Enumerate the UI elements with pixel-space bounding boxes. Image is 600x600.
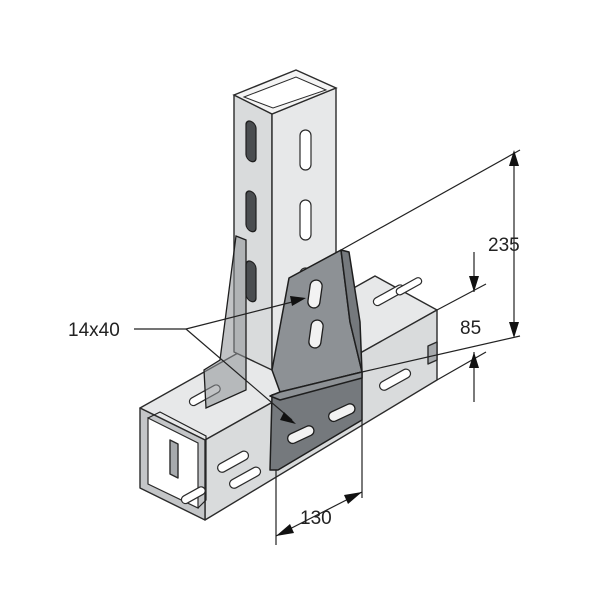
arrow-235-bottom bbox=[509, 322, 519, 338]
slot-callout: 14x40 bbox=[68, 296, 306, 424]
arrow-130-right bbox=[344, 492, 362, 504]
arrow-85-bottom bbox=[469, 352, 479, 368]
dimension-85: 85 bbox=[436, 252, 487, 402]
arrow-85-top bbox=[469, 276, 479, 292]
arrow-235-top bbox=[509, 150, 519, 166]
callout-arrow-lower bbox=[280, 412, 296, 424]
left-gusset-plate bbox=[203, 235, 247, 409]
arrow-130-left bbox=[276, 524, 294, 536]
dim-130-label: 130 bbox=[300, 508, 332, 529]
callout-arrow-upper bbox=[290, 296, 306, 306]
dim-235-label: 235 bbox=[488, 235, 520, 256]
dimension-235: 235 bbox=[340, 149, 521, 373]
dimension-130: 130 bbox=[275, 420, 363, 545]
slot-size-label: 14x40 bbox=[68, 320, 120, 341]
front-gusset-plate bbox=[269, 249, 363, 471]
dim-85-label: 85 bbox=[460, 318, 481, 339]
